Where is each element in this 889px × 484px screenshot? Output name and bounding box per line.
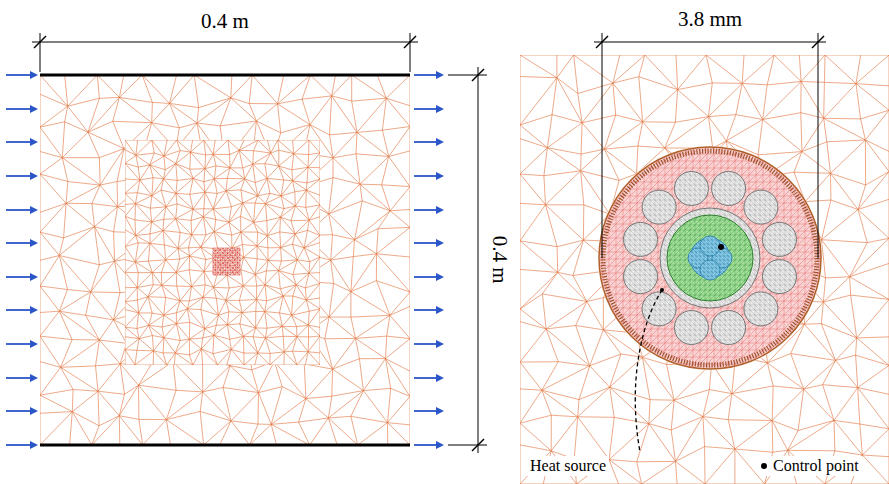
flow-arrow [6,309,32,311]
flow-arrow [414,141,438,143]
strand-wire [744,292,778,326]
flow-arrow [414,343,438,345]
flow-arrow [414,209,438,211]
leader-end [660,288,664,292]
flow-arrow [6,141,32,143]
flow-arrow [6,444,32,446]
fem-mesh [40,55,889,484]
mesh-lines [520,55,889,484]
arrow-head [436,138,444,146]
control-point [718,244,724,250]
flow-arrow [6,74,32,76]
arrow-head [436,441,444,449]
arrow-head [436,340,444,348]
arrow-head [436,105,444,113]
strand-wire [712,172,746,206]
mesh-lines [125,140,320,365]
arrow-head [436,407,444,415]
flow-arrow [6,276,32,278]
strand-wire [642,190,676,224]
arrow-head [30,273,38,281]
cable-section [599,147,821,369]
legend-entry: Control point [758,456,862,476]
flow-arrows [6,71,444,449]
arrow-head [30,441,38,449]
mesh-lines [213,248,240,275]
arrow-head [30,340,38,348]
boundary-line [40,74,410,77]
callout-label: Heat source [527,456,609,476]
flow-arrow [414,175,438,177]
flow-arrow [6,343,32,345]
arrow-head [436,306,444,314]
strand-wire [712,311,746,345]
arrow-head [436,273,444,281]
flow-arrow [6,377,32,379]
strand-wire [624,222,658,256]
legend-dot [761,463,767,469]
dimension-lines [32,33,826,453]
flow-arrow [414,276,438,278]
strand-wire [744,190,778,224]
legend-text: Control point [773,457,859,475]
arrow-head [30,306,38,314]
flow-arrow [414,444,438,446]
arrow-head [436,374,444,382]
arrow-head [30,239,38,247]
arrow-head [30,71,38,79]
strand-wire [763,222,797,256]
arrow-head [30,407,38,415]
arrow-head [436,172,444,180]
arrow-head [436,239,444,247]
strand-wire [642,292,676,326]
flow-arrow [6,175,32,177]
strand-wire [674,311,708,345]
dimension-label: 0.4 m [201,10,249,33]
flow-arrow [414,309,438,311]
arrow-head [436,71,444,79]
flow-arrow [414,242,438,244]
dimension-label: 0.4 m [488,236,511,284]
leader-line [635,290,662,452]
boundary-line [40,444,410,447]
arrow-head [436,206,444,214]
arrow-head [30,206,38,214]
flow-arrow [414,74,438,76]
flow-arrow [6,242,32,244]
flow-arrow [414,377,438,379]
flow-arrow [6,410,32,412]
arrow-head [30,138,38,146]
mesh-lines [40,75,410,445]
arrow-head [30,374,38,382]
strand-wire [624,260,658,294]
flow-arrow [6,209,32,211]
flow-arrow [414,108,438,110]
dimension-label: 3.8 mm [678,8,742,31]
strand-wire [763,260,797,294]
arrow-head [30,105,38,113]
strand-wire [674,172,708,206]
flow-arrow [414,410,438,412]
arrow-head [30,172,38,180]
flow-arrow [6,108,32,110]
